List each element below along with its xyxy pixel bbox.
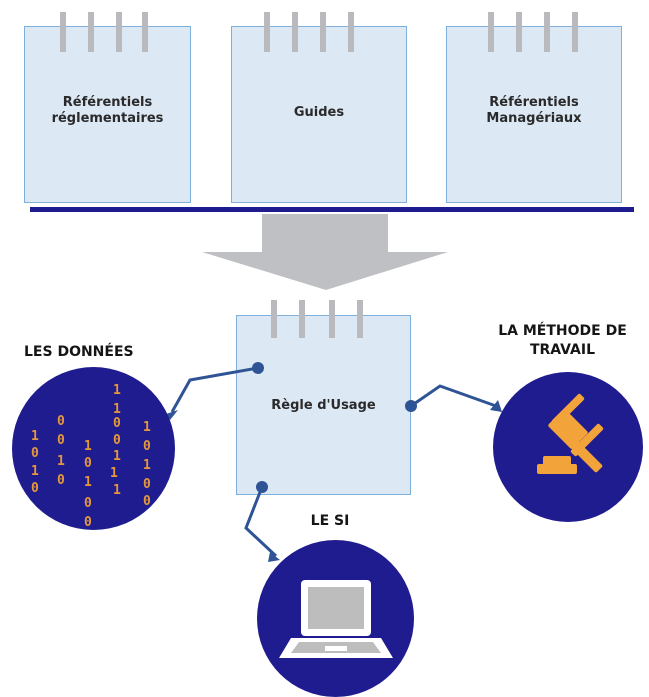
binary-digit: 0 [143,477,151,492]
document-guides: Guides [231,26,407,203]
binary-digit: 0 [57,414,65,429]
binary-digit: 1 [84,439,92,454]
binary-digit: 0 [57,433,65,448]
binary-digit: 1 [113,449,121,464]
binary-digit: 0 [143,494,151,509]
binary-digit: 1 [84,475,92,490]
gavel-icon [537,393,604,474]
document-referentiels-manageriaux: Référentiels Managériaux [446,26,622,203]
document-referentiels-reglementaires: Référentiels réglementaires [24,26,191,203]
connector-to-method [410,384,497,408]
system-circle [257,540,414,697]
method-circle [493,372,643,522]
document-label: Référentiels réglementaires [51,95,164,126]
binary-digit: 1 [143,420,151,435]
binary-digit: 1 [113,483,121,498]
binary-digit: 0 [57,473,65,488]
binary-digit: 1 [31,429,39,444]
binary-digit: 1 [110,466,118,481]
binary-digit: 0 [84,456,92,471]
connector-to-system [244,486,278,558]
center-note-label: Règle d'Usage [271,398,376,413]
label-methode-de-travail: LA MÉTHODE DE TRAVAIL [498,323,627,358]
binary-digit: 1 [31,464,39,479]
label-les-donnees: LES DONNÉES [24,344,134,360]
binary-code-icon [12,367,175,530]
binary-digit: 0 [84,496,92,511]
connector-to-data [170,366,259,413]
binary-digit: 0 [84,515,92,530]
binary-digit: 0 [31,481,39,496]
binary-digit: 0 [143,439,151,454]
document-label: Guides [293,105,345,120]
document-label: Référentiels Managériaux [486,95,582,126]
binary-digit: 1 [143,458,151,473]
shelf-line [30,207,634,212]
binary-digit: 1 [113,402,121,417]
label-le-si: LE SI [310,513,350,529]
binary-digit: 0 [113,433,121,448]
laptop-icon [279,580,393,658]
binary-digit: 1 [113,383,121,398]
binary-digit: 1 [57,454,65,469]
binary-digit: 0 [113,416,121,431]
binary-digit: 0 [31,446,39,461]
